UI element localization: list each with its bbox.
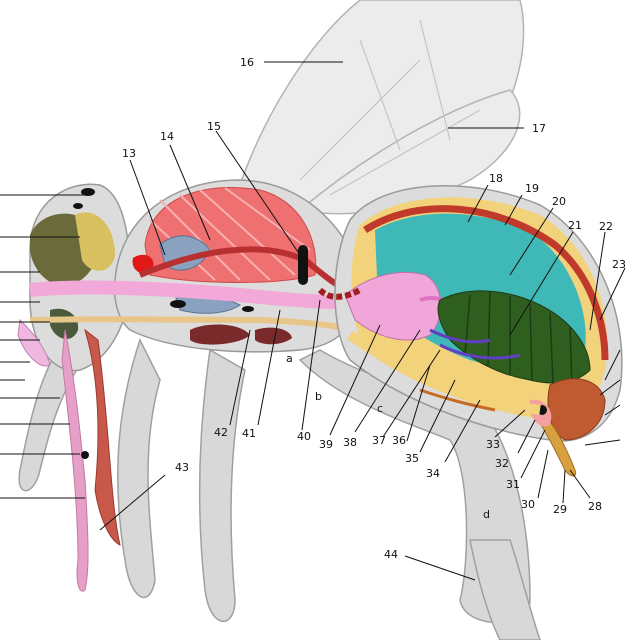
callout-34: 34 bbox=[426, 467, 440, 480]
callout-17: 17 bbox=[532, 122, 546, 135]
callout-42: 42 bbox=[214, 426, 228, 439]
middle-leg bbox=[200, 350, 245, 621]
callout-20: 20 bbox=[552, 195, 566, 208]
callout-22: 22 bbox=[599, 220, 613, 233]
proboscis bbox=[62, 330, 120, 591]
callout-13: 13 bbox=[122, 147, 136, 160]
callout-18: 18 bbox=[489, 172, 503, 185]
callout-40: 40 bbox=[297, 430, 311, 443]
segment-c: c bbox=[377, 402, 383, 415]
ocellus-2-icon bbox=[73, 203, 83, 209]
segment-a: a bbox=[286, 352, 293, 365]
callout-32: 32 bbox=[495, 457, 509, 470]
callout-16: 16 bbox=[240, 56, 254, 69]
callout-31: 31 bbox=[506, 478, 520, 491]
segment-b: b bbox=[315, 390, 322, 403]
callout-21: 21 bbox=[568, 219, 582, 232]
callout-30: 30 bbox=[521, 498, 535, 511]
nerve-black-bar-icon bbox=[298, 245, 308, 285]
callout-37: 37 bbox=[372, 434, 386, 447]
callout-36: 36 bbox=[392, 434, 406, 447]
head bbox=[18, 184, 130, 370]
callout-19: 19 bbox=[525, 182, 539, 195]
thoracic-ganglion-2-icon bbox=[242, 306, 254, 312]
callout-43: 43 bbox=[175, 461, 189, 474]
rectum bbox=[548, 379, 605, 440]
thoracic-ganglion-icon bbox=[170, 300, 186, 308]
ganglion-dot-icon bbox=[81, 451, 89, 459]
callout-23: 23 bbox=[612, 258, 626, 271]
middle-leg-left bbox=[118, 340, 160, 597]
callout-33: 33 bbox=[486, 438, 500, 451]
callout-38: 38 bbox=[343, 436, 357, 449]
callout-14: 14 bbox=[160, 130, 174, 143]
callout-44: 44 bbox=[384, 548, 398, 561]
callout-39: 39 bbox=[319, 438, 333, 451]
callout-41: 41 bbox=[242, 427, 256, 440]
callout-35: 35 bbox=[405, 452, 419, 465]
callout-28: 28 bbox=[588, 500, 602, 513]
callout-29: 29 bbox=[553, 503, 567, 516]
segment-d: d bbox=[483, 508, 490, 521]
wings bbox=[235, 0, 524, 214]
callout-15: 15 bbox=[207, 120, 221, 133]
